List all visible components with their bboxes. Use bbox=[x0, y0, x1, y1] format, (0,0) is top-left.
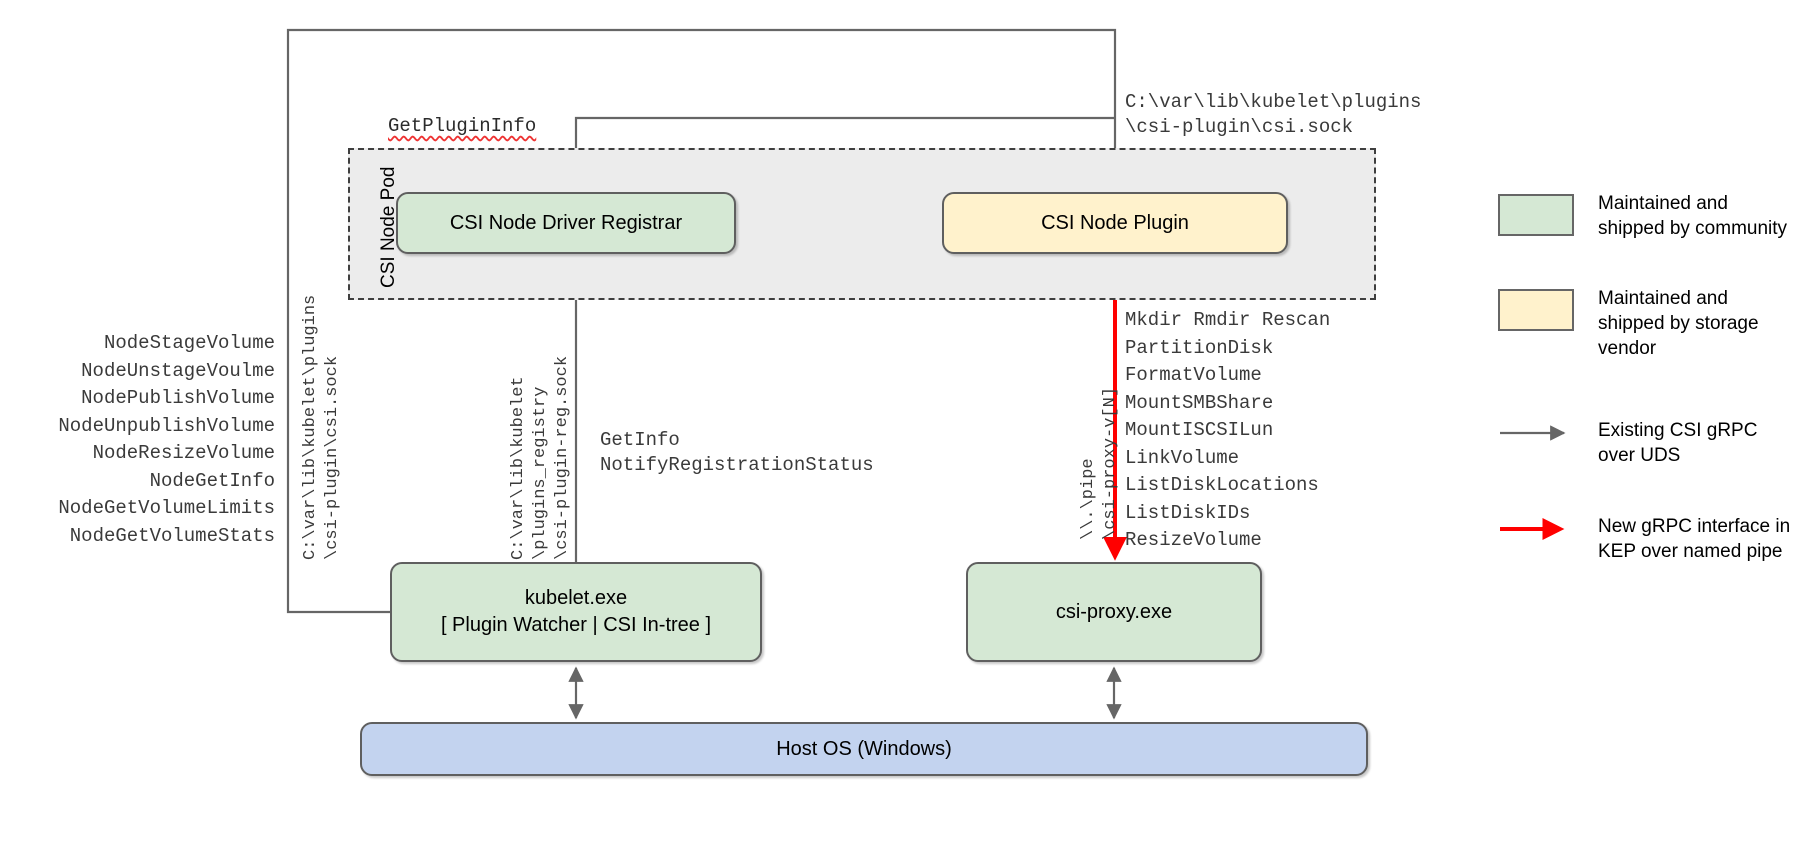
legend-item-vendor: Maintained and shipped by storage vendor bbox=[1498, 285, 1798, 361]
label-registration-rpc-list: GetInfo NotifyRegistrationStatus bbox=[600, 429, 874, 477]
legend-swatch-wrap bbox=[1498, 285, 1598, 332]
node-csi-node-plugin[interactable]: CSI Node Plugin bbox=[942, 192, 1288, 254]
node-label-secondary: [ Plugin Watcher | CSI In-tree ] bbox=[440, 614, 712, 636]
label-csi-proxy-rpc-list: Mkdir Rmdir Rescan PartitionDisk FormatV… bbox=[1125, 309, 1331, 552]
legend: Maintained and shipped by community Main… bbox=[1498, 190, 1798, 594]
node-label: csi-proxy.exe bbox=[1055, 600, 1173, 623]
legend-swatch-wrap bbox=[1498, 190, 1598, 236]
legend-label: New gRPC interface in KEP over named pip… bbox=[1598, 515, 1791, 562]
node-kubelet-exe[interactable]: kubelet.exe [ Plugin Watcher | CSI In-tr… bbox=[390, 562, 762, 662]
node-label-primary: kubelet.exe bbox=[524, 587, 628, 609]
node-label: CSI Node Driver Registrar bbox=[449, 211, 683, 234]
node-csi-node-driver-registrar[interactable]: CSI Node Driver Registrar bbox=[396, 192, 736, 254]
legend-swatch-green-icon bbox=[1498, 194, 1574, 236]
legend-item-community: Maintained and shipped by community bbox=[1498, 190, 1798, 241]
legend-swatch-yellow-icon bbox=[1498, 289, 1574, 332]
node-label: Host OS (Windows) bbox=[776, 737, 952, 760]
legend-arrow-wrap bbox=[1498, 513, 1598, 541]
label-kubelet-registry-socket-path: C:\var\lib\kubelet \plugins_registry \cs… bbox=[509, 355, 573, 560]
label-csi-plugin-socket-path: C:\var\lib\kubelet\plugins \csi-plugin\c… bbox=[1125, 91, 1422, 139]
node-label: CSI Node Plugin bbox=[1041, 211, 1189, 234]
edge-kubelet-to-csi-node-plugin bbox=[286, 28, 1123, 614]
legend-label: Maintained and shipped by community bbox=[1598, 193, 1788, 239]
csi-node-pod-label: CSI Node Pod bbox=[378, 166, 399, 288]
legend-arrow-wrap bbox=[1498, 417, 1598, 445]
node-csi-proxy-exe[interactable]: csi-proxy.exe bbox=[966, 562, 1262, 662]
label-named-pipe-path: \\.\pipe \csi-proxy-v[N] bbox=[1079, 386, 1121, 540]
legend-label: Maintained and shipped by storage vendor bbox=[1598, 288, 1759, 359]
label-csi-node-rpc-list: NodeStageVolume NodeUnstageVoulme NodePu… bbox=[58, 332, 275, 547]
legend-item-new-grpc: New gRPC interface in KEP over named pip… bbox=[1498, 513, 1798, 564]
gray-arrow-svg bbox=[1500, 425, 1566, 442]
legend-label: Existing CSI gRPC over UDS bbox=[1598, 420, 1758, 467]
legend-item-existing-grpc: Existing CSI gRPC over UDS bbox=[1498, 417, 1798, 468]
red-arrow-icon bbox=[1498, 517, 1574, 541]
label-get-plugin-info: GetPluginInfo bbox=[388, 115, 537, 137]
gray-arrow-icon bbox=[1498, 421, 1574, 445]
label-kubelet-csi-socket-path: C:\var\lib\kubelet\plugins \csi-plugin\c… bbox=[301, 294, 343, 560]
node-host-os[interactable]: Host OS (Windows) bbox=[360, 722, 1368, 776]
red-arrow-svg bbox=[1500, 517, 1565, 540]
